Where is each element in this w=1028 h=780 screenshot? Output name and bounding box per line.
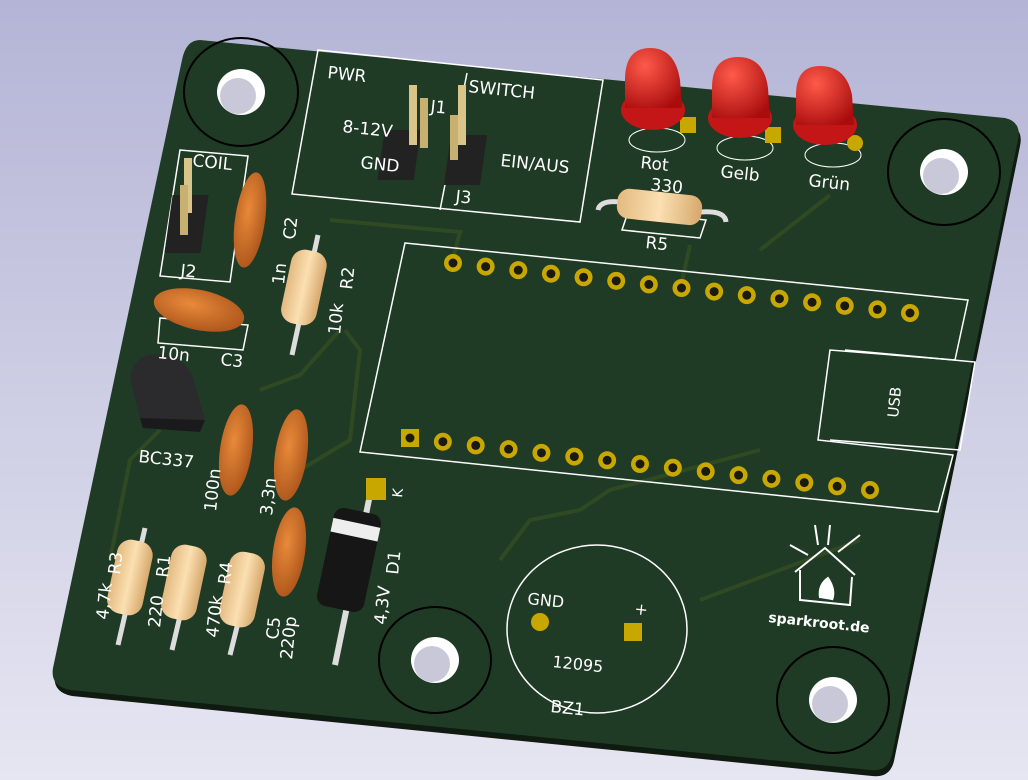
- pad-hole: [602, 455, 612, 465]
- pad-hole: [448, 258, 458, 268]
- header-row-bottom: [401, 429, 879, 499]
- silk-labels: PWR J1 8-12V GND SWITCH EIN/AUS J3 COIL …: [93, 63, 905, 720]
- label-r1: R1: [153, 554, 175, 579]
- resistors: [107, 188, 729, 656]
- label-r1-value: 220: [145, 594, 168, 628]
- pad-hole: [799, 478, 809, 488]
- resistor-r5: [595, 188, 729, 226]
- pad-hole: [807, 297, 817, 307]
- pad-hole: [840, 301, 850, 311]
- label-c5: C5: [263, 616, 285, 641]
- label-pwr: PWR: [326, 63, 367, 87]
- label-r5: R5: [644, 233, 669, 255]
- label-c3: C3: [219, 350, 244, 372]
- led-gruen: [793, 66, 863, 168]
- capacitor-c3: [153, 288, 245, 332]
- mounting-holes: [183, 37, 1001, 754]
- resistor-r3: [107, 527, 153, 646]
- label-gruen: Grün: [807, 171, 851, 195]
- pad-hole: [832, 481, 842, 491]
- label-r4-value: 470k: [203, 594, 227, 638]
- capacitors: [153, 172, 309, 597]
- pad-hole: [644, 279, 654, 289]
- pad-hole: [579, 272, 589, 282]
- resistor-r1: [161, 544, 207, 651]
- pin-header-j3: [443, 85, 488, 185]
- label-j2: J2: [178, 261, 197, 283]
- buzzer-pad-gnd: [531, 613, 549, 631]
- silkscreen: [157, 49, 976, 714]
- transistor-bc337: [130, 354, 205, 432]
- label-bz-plus: +: [634, 599, 649, 619]
- label-c1-value: 100n: [201, 467, 225, 512]
- pad-hole: [774, 294, 784, 304]
- pad-hole: [481, 262, 491, 272]
- capacitor-c4: [273, 409, 309, 501]
- pad-hole: [701, 466, 711, 476]
- label-coil: COIL: [191, 151, 233, 175]
- pad-hole: [471, 440, 481, 450]
- leds: [621, 48, 863, 168]
- mounting-hole: [378, 606, 492, 714]
- capacitor-c1: [218, 404, 254, 496]
- label-gnd: GND: [359, 153, 400, 177]
- label-gelb: Gelb: [719, 162, 760, 186]
- label-d1-value: 4,3V: [371, 585, 395, 626]
- pad-hole: [405, 433, 415, 443]
- label-r5-value: 330: [649, 175, 683, 198]
- resistor-r4: [219, 551, 265, 656]
- pad-hole: [905, 308, 915, 318]
- pad-hole: [709, 287, 719, 297]
- pad-hole: [742, 290, 752, 300]
- label-c2-value: 1n: [269, 262, 291, 286]
- pad-hole: [569, 452, 579, 462]
- pad-hole: [635, 459, 645, 469]
- label-rot: Rot: [639, 153, 669, 176]
- label-r4: R4: [215, 561, 237, 586]
- pad-hole: [734, 470, 744, 480]
- resistor-r2: [281, 234, 327, 356]
- label-c2: C2: [280, 216, 302, 241]
- mounting-hole: [776, 646, 890, 754]
- led-gelb: [708, 57, 781, 161]
- pad-hole: [513, 265, 523, 275]
- pad-hole: [504, 444, 514, 454]
- label-j3: J3: [453, 187, 472, 209]
- label-bz-gnd: GND: [527, 589, 565, 612]
- pad-hole: [677, 283, 686, 293]
- pad-hole: [865, 485, 875, 495]
- sparkroot-logo: [789, 524, 861, 607]
- pad-cathode: [366, 478, 386, 500]
- buzzer-pad-plus: [624, 623, 642, 641]
- pad-hole: [546, 269, 556, 279]
- mounting-hole: [887, 118, 1001, 226]
- pad-hole: [766, 474, 776, 484]
- pad-hole: [536, 448, 546, 458]
- pad-hole: [438, 437, 448, 447]
- capacitor-c5: [271, 507, 307, 597]
- label-c5-value: 220p: [277, 615, 301, 660]
- label-r2: R2: [337, 266, 359, 291]
- label-c4-value: 3,3n: [257, 477, 281, 517]
- pad-hole: [611, 276, 621, 286]
- capacitor-c2: [233, 172, 267, 268]
- label-j1: J1: [428, 97, 447, 119]
- label-r3: R3: [105, 551, 127, 576]
- led-rot: [621, 48, 696, 153]
- label-k: K: [390, 487, 407, 499]
- mounting-hole: [183, 37, 299, 147]
- pad-hole: [668, 463, 678, 473]
- pin-header-j1: [377, 85, 428, 180]
- label-bz1: BZ1: [549, 697, 585, 720]
- label-r2-value: 10k: [325, 302, 348, 336]
- pin-header-j2: [164, 158, 209, 253]
- label-usb: USB: [884, 386, 905, 419]
- diode-d1: [316, 478, 386, 666]
- pad-hole: [872, 304, 882, 314]
- label-d1: D1: [383, 550, 405, 576]
- header-row-top: [444, 254, 919, 322]
- label-c3-value: 10n: [156, 343, 190, 366]
- label-r3-value: 4,7k: [93, 582, 117, 621]
